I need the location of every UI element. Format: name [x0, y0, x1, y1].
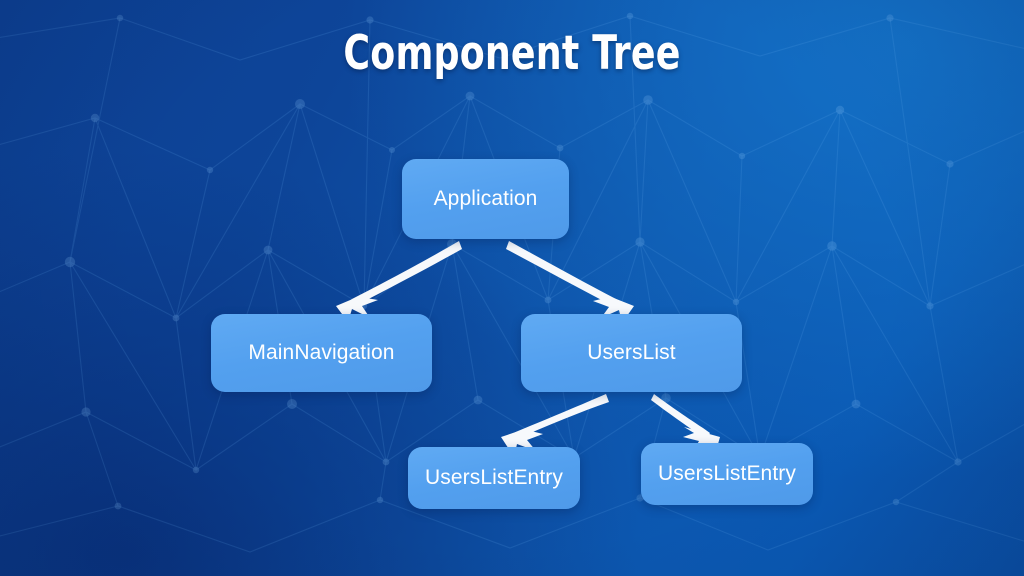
node-mainnavigation[interactable]: MainNavigation [211, 314, 432, 392]
arrow-application-to-userslist [506, 241, 634, 323]
arrow-application-to-mainnavigation [336, 241, 462, 322]
node-userslist-label: UsersList [587, 341, 676, 364]
node-application-label: Application [433, 187, 538, 210]
slide-title: Component Tree [343, 26, 681, 81]
node-userslistentry-2[interactable]: UsersListEntry [641, 443, 813, 505]
node-userslistentry-1[interactable]: UsersListEntry [408, 447, 580, 509]
node-userslistentry-1-label: UsersListEntry [425, 466, 563, 489]
node-userslist[interactable]: UsersList [521, 314, 742, 392]
node-application[interactable]: Application [402, 159, 569, 239]
node-userslistentry-2-label: UsersListEntry [658, 462, 796, 485]
node-mainnavigation-label: MainNavigation [248, 341, 395, 364]
